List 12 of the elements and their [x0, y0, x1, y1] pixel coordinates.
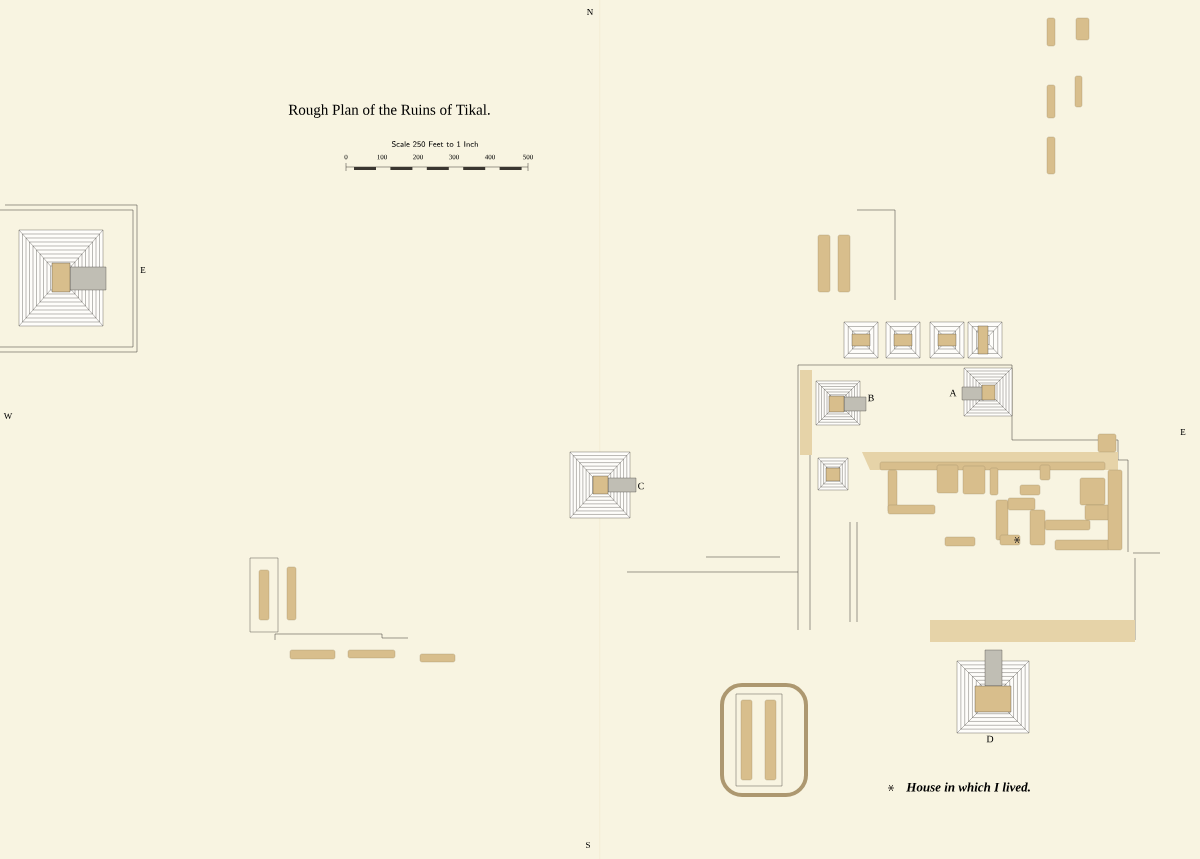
structure-letter: C	[637, 482, 645, 490]
structure-letter: B	[867, 394, 875, 402]
scale-label: Scale 250 Feet to 1 Inch	[391, 140, 479, 148]
compass-letter: W	[3, 412, 13, 420]
structure-letter: D	[985, 735, 995, 743]
legend-text: House in which I lived.	[906, 782, 1030, 792]
structure-letter: E	[139, 266, 147, 274]
structure-letter: A	[948, 389, 958, 397]
compass-letter: E	[1179, 428, 1187, 436]
compass-letter: S	[585, 841, 591, 849]
map-title: Rough Plan of the Ruins of Tikal.	[288, 104, 490, 118]
compass-letter: N	[586, 8, 594, 16]
